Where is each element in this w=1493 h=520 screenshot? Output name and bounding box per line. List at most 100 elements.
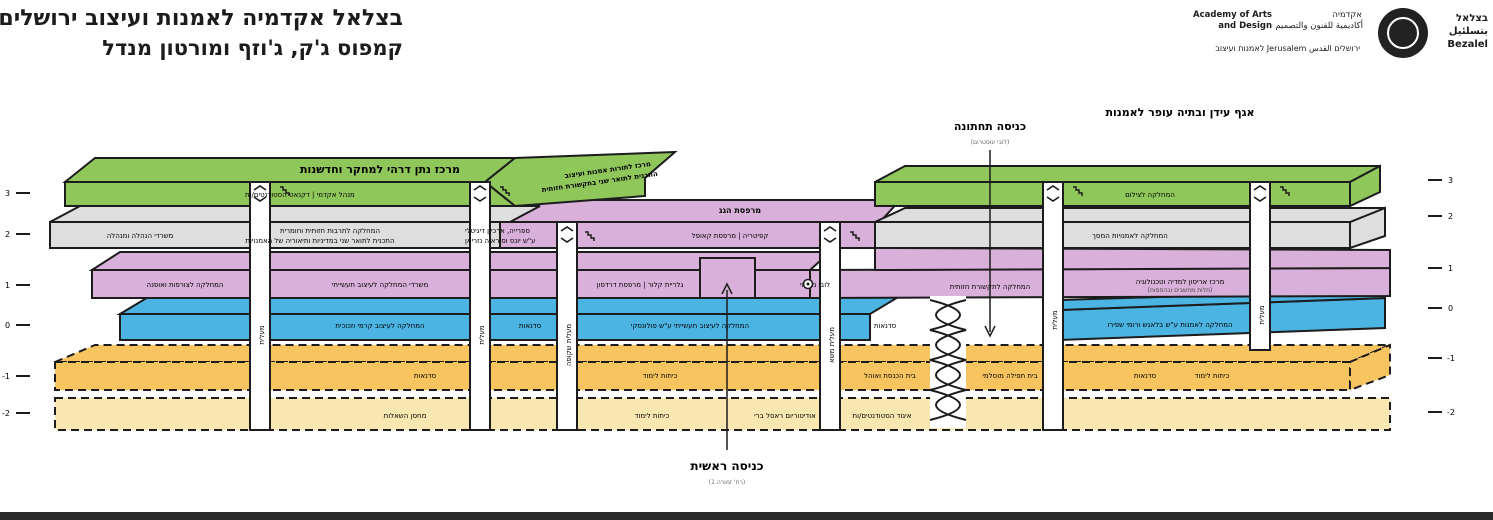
level-3-left-front <box>64 181 518 207</box>
logo-english-line2: and Design <box>1218 21 1272 31</box>
logo-arabic-text: أكاديمية للفنون والتصميم <box>1275 21 1363 31</box>
label-screen-arts-dept: המחלקה לאמנויות המסך <box>1092 232 1168 240</box>
label-cafeteria: קפיטריה | מרפסת קאופל <box>692 232 769 240</box>
wing-right-title: אגף עידן ובתיה עופר לאמנות <box>1105 106 1254 119</box>
level-minus1-front <box>54 361 1351 391</box>
level-left-m1: -1 <box>2 372 10 381</box>
level-axis-right: 3 2 1 0 -1 -2 <box>1428 176 1455 417</box>
entrance-main: כניסה ראשית (רח' זמורה 1) <box>690 282 764 486</box>
label-industrial-design-dept: המחלקה לעיצוב תעשייתי ע"ש פולונסקי <box>631 322 749 330</box>
elevator-shaft-6[interactable] <box>1249 181 1271 351</box>
label-photography-dept: המחלקה לצילום <box>1125 191 1175 199</box>
label-student-union: איגוד הסטודנטים/ות <box>853 412 912 420</box>
elevator-label-4: מעלית משא <box>828 327 836 363</box>
label-library-name: ע"ש יונס וסוראיה נזריאן <box>465 237 536 245</box>
level-1-labels: המחלקה לצורפות ואופנה משרדי המחלקה לעיצו… <box>147 278 1225 294</box>
level-3-band: מרכז נתן דרהי למחקר וחדשנות מרכז לתורות … <box>62 150 1381 208</box>
level-minus1-side <box>1349 343 1391 392</box>
brand-name: בצלאל بتسلئيل Bezalel <box>1438 12 1488 51</box>
entrance-lower: כניסה תחתונה (לובי עוסטרום) <box>954 120 1026 338</box>
elevator-label-3: מעלית שקופה <box>565 324 573 367</box>
label-auditorium: אודיטוריום ראסל ברי <box>754 412 816 420</box>
level-1-right-top <box>874 246 1391 272</box>
stairs-icons <box>280 186 1290 241</box>
spiral-stair-icon <box>929 296 967 428</box>
label-workshops-b: סדנאות <box>874 322 897 330</box>
page-title: בצלאל אקדמיה לאמנות ועיצוב ירושלים <box>0 6 403 31</box>
label-classes-m1a: כיתות לימוד <box>643 372 678 380</box>
elevator-shaft-3[interactable] <box>556 221 578 431</box>
label-industrial-offices: משרדי המחלקה לעיצוב תעשייתי <box>332 281 429 289</box>
level-right-1: 1 <box>1448 264 1453 273</box>
label-arison-center-sub: (חלות מחשבים ובהפסות) <box>1148 287 1213 294</box>
level-1-right-front <box>809 266 1391 300</box>
level-right-3: 3 <box>1448 176 1453 185</box>
elevator-shaft-2[interactable] <box>469 181 491 431</box>
label-arison-center: מרכז אריסון למדיה וטכנולוגיה <box>1136 278 1225 286</box>
elevator-chevron-icons <box>253 185 1267 243</box>
label-ceramics-dept: המחלקה לעיצוב קרמי וזכוכית <box>335 322 424 330</box>
level-0-labels: המחלקה לעיצוב קרמי וזכוכית סדנאות המחלקה… <box>335 321 1232 330</box>
level-right-m1: -1 <box>1447 354 1455 363</box>
roof-terrace-label: מרפסת הגג <box>719 206 761 215</box>
level-2-left-front <box>49 221 501 249</box>
elevator-label-2: מעלית <box>478 325 486 345</box>
level-right-0: 0 <box>1448 304 1453 313</box>
label-library: ספרייה, ארכיון דיגיטלי <box>465 227 530 235</box>
brand-line3: Bezalel <box>1447 39 1488 50</box>
label-policy-masters: התכנית לתואר שני במדיניות ותיאוריה של הא… <box>245 237 394 245</box>
brand-line1: בצלאל <box>1455 13 1488 24</box>
logo-english-line1: Academy of Arts <box>1193 10 1272 20</box>
level-left-m2: -2 <box>2 409 10 418</box>
level-0-left-front <box>119 313 871 341</box>
label-workshops-m1a: סדנאות <box>414 372 437 380</box>
elevator-shaft-5[interactable] <box>1042 181 1064 431</box>
logo-hebrew-text: אקדמיה <box>1332 10 1362 20</box>
page-subtitle: קמפוס ג'ק, ג'וזף ומורטון מנדל <box>102 36 403 60</box>
brand-line2: بتسلئيل <box>1448 26 1488 37</box>
footer-bar <box>0 512 1493 520</box>
level-right-m2: -2 <box>1447 408 1455 417</box>
elevator-label-1: מעלית <box>258 325 266 345</box>
level-minus1-labels: סדנאות כיתות לימוד בית הכנסת ואוהל בית ת… <box>414 372 1230 380</box>
elevator-shaft-1[interactable] <box>249 181 271 431</box>
level-3-labels: מנהל אקדמי | דקנאט הסטודנטים/ות המחלקה ל… <box>245 191 1175 199</box>
label-visual-communication-dept: המחלקה לתקשורת חזותית <box>950 283 1031 291</box>
elevator-label-5: מעלית <box>1051 310 1059 330</box>
level-minus2-labels: מחסן השאלות כיתות לימוד אודיטוריום ראסל … <box>384 412 912 420</box>
bezalel-seal-icon <box>1378 8 1428 58</box>
level-2-left-top <box>49 205 541 223</box>
label-academic-admin: מנהל אקדמי | דקנאט הסטודנטים/ות <box>245 191 355 199</box>
level-right-2: 2 <box>1448 212 1453 221</box>
level-axis-left: 3 2 1 0 -1 -2 <box>2 189 30 418</box>
elevator-label-6: מעלית <box>1258 305 1266 325</box>
label-muslim-prayer: בית תפילה מוסלמי <box>982 372 1037 380</box>
label-gallery: גלריית קלור | מרפסת דרדסון <box>597 281 684 289</box>
label-central-lobby: לובי מרכזי <box>800 281 830 289</box>
label-management-offices: משרדי הנהלה ומנהלה <box>107 232 174 240</box>
label-jewelry-fashion-dept: המחלקה לצורפות ואופנה <box>147 281 224 289</box>
entrance-lower-sublabel: (לובי עוסטרום) <box>971 139 1010 146</box>
label-classes-m2: כיתות לימוד <box>635 412 670 420</box>
level-left-0: 0 <box>5 321 10 330</box>
level-left-1: 1 <box>5 281 10 290</box>
info-icon <box>802 278 814 290</box>
arrow-up-icon <box>721 282 733 295</box>
label-loans-storage: מחסן השאלות <box>384 412 427 420</box>
arrow-down-icon <box>984 325 996 338</box>
entrance-lower-label: כניסה תחתונה <box>954 120 1026 133</box>
level-2-right-top <box>874 207 1386 223</box>
research-center-label: מרכז נתן דרהי למחקר וחדשנות <box>300 163 460 176</box>
label-fine-art-dept: המחלקה לאמנות ע"ש בלאגש ורומי שפירו <box>1107 321 1232 329</box>
elevator-shafts: מעלית מעלית מעלית שקופה מעלית משא מעלית … <box>249 181 1290 431</box>
label-workshops-a: סדנאות <box>519 322 542 330</box>
level-left-3: 3 <box>5 189 10 198</box>
level-2-labels: משרדי הנהלה ומנהלה המחלקה לתרבות חזותית … <box>107 227 1168 245</box>
logo-mixed-text: לאמנות ועיצוב Jerusalem ירושלים القدس <box>1215 44 1360 53</box>
label-classes-m1b: כיתות לימוד <box>1195 372 1230 380</box>
entrance-main-sublabel: (רח' זמורה 1) <box>709 479 745 486</box>
logo-english-text: Academy of Arts and Design <box>1160 10 1272 32</box>
elevator-shaft-4[interactable] <box>819 221 841 431</box>
level-3-right-front <box>874 181 1351 207</box>
